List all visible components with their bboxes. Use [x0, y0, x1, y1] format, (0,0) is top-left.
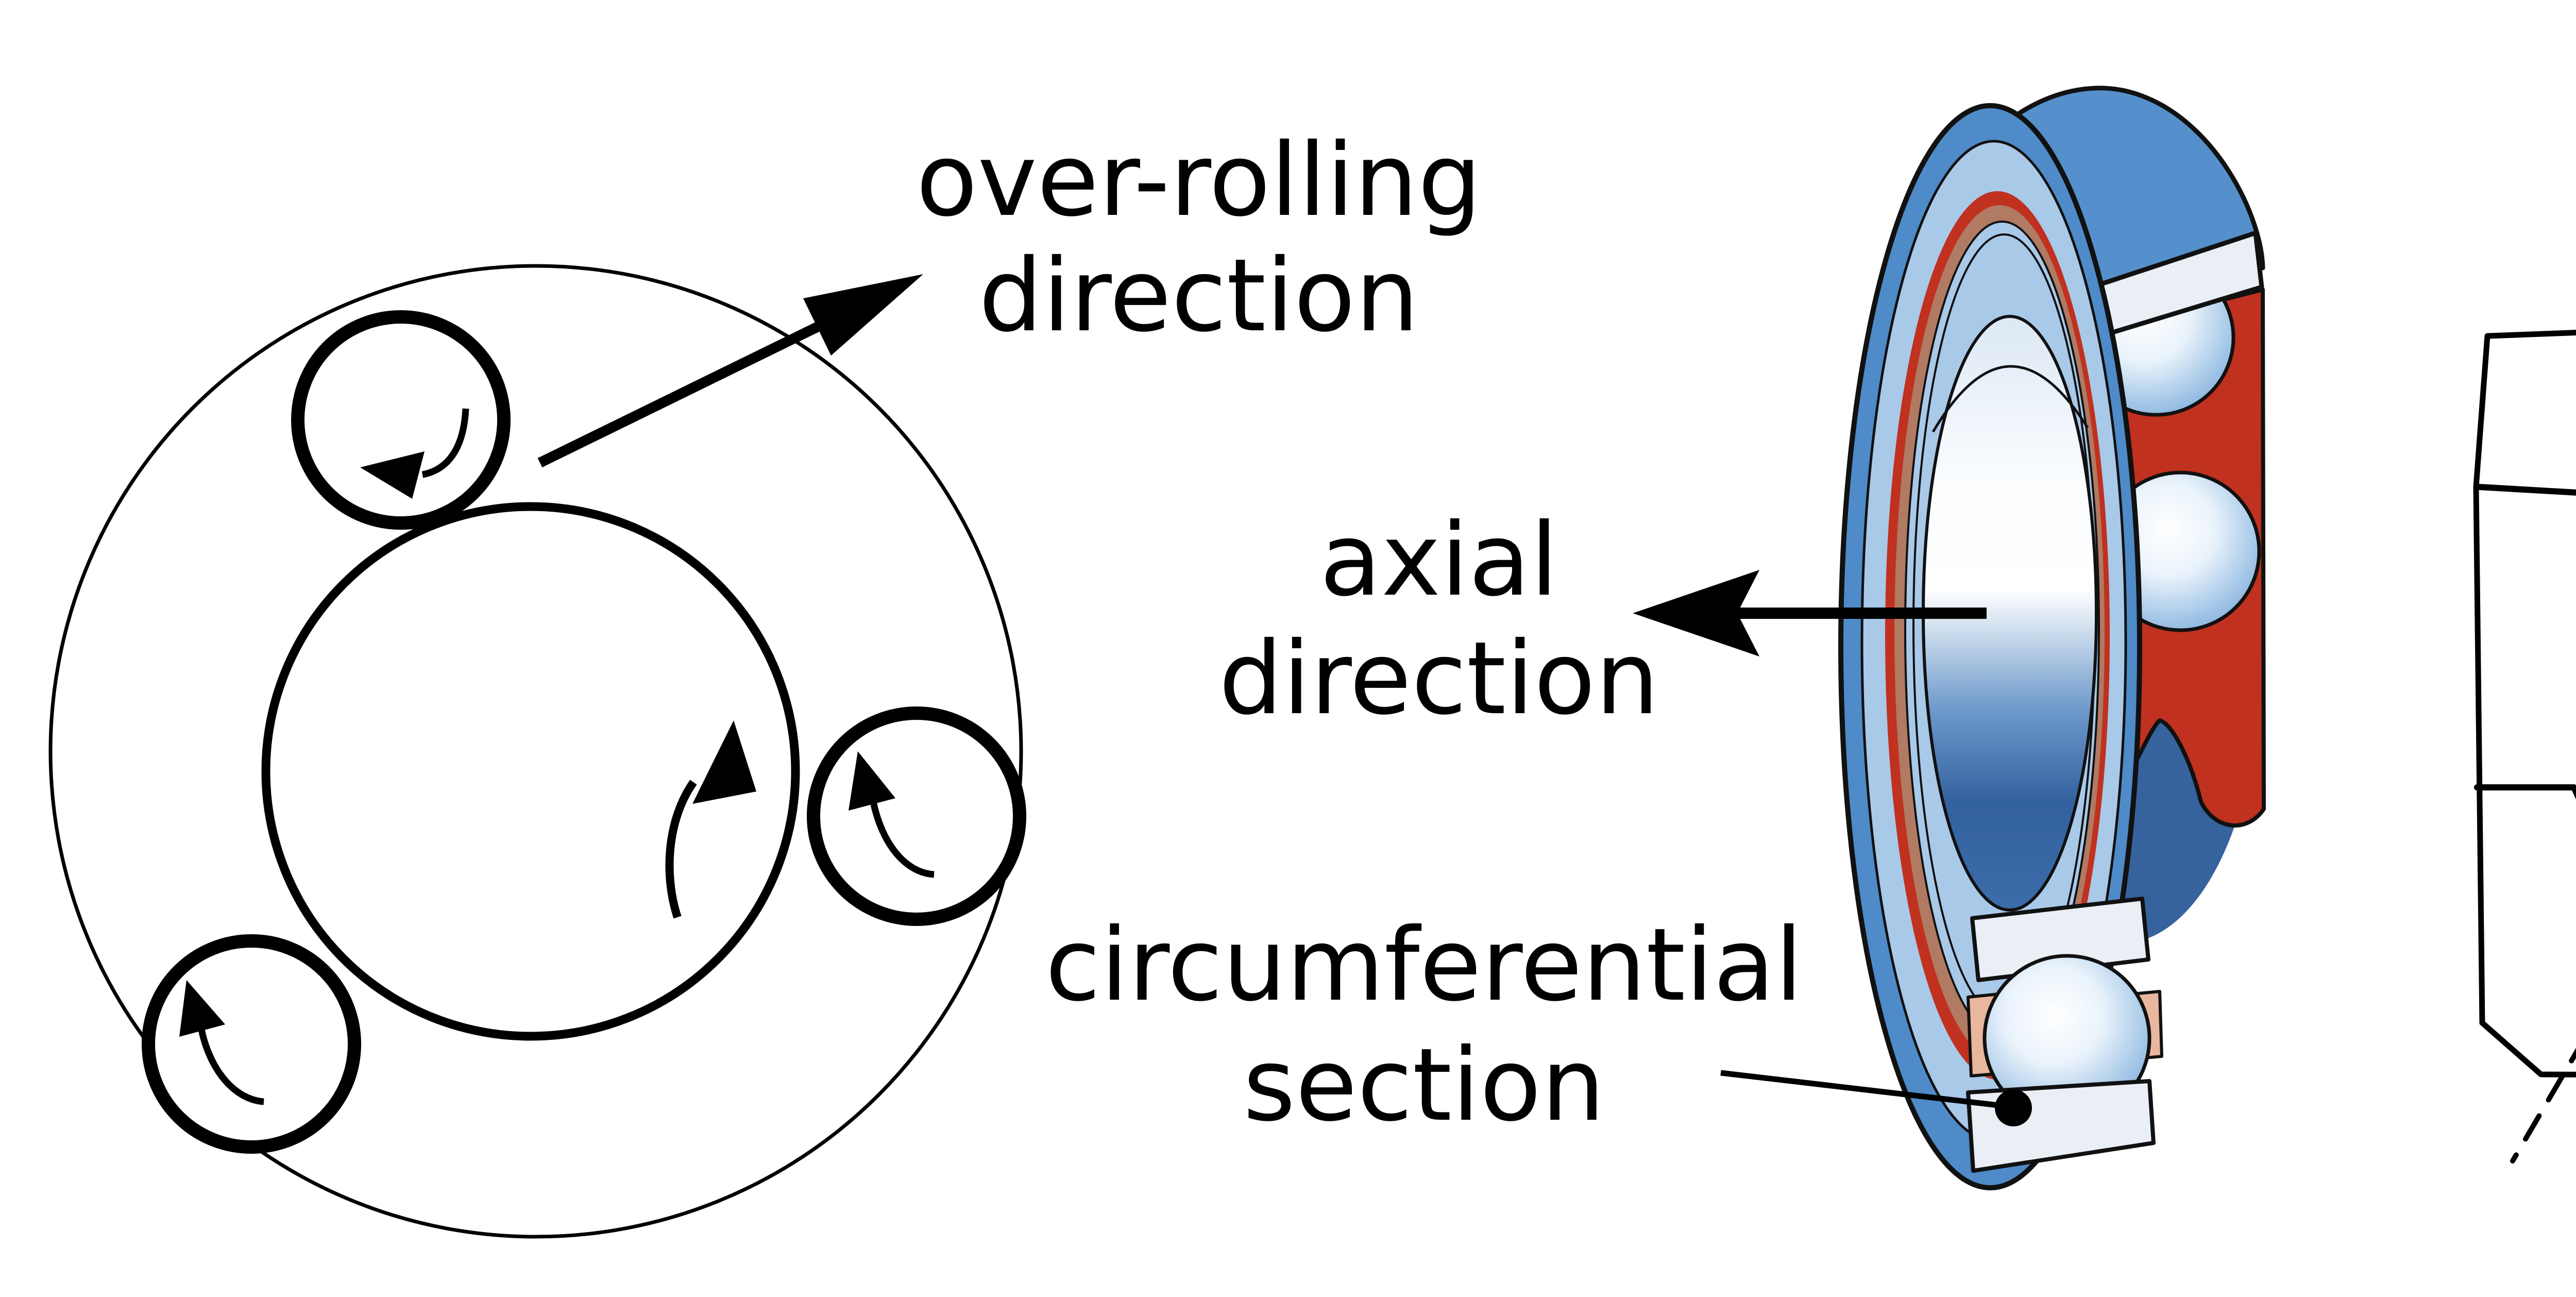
outer-ring-section-block: [1966, 1079, 2156, 1173]
feature-axis-dashed-line: [2510, 1048, 2576, 1164]
contact-angle-panel: θ: [2473, 329, 2576, 1164]
axial-direction-arrow-icon: [1633, 570, 1987, 656]
bore-far-edge-arc: [1931, 365, 2089, 433]
ball-top-left-spin-arrow-icon: [360, 408, 469, 499]
leader-dot: [1995, 1089, 2032, 1126]
circumferential-label-line1: circumferential: [1045, 906, 1803, 1023]
ball-bottom-left-spin-arrow-icon: [179, 980, 264, 1105]
ball-right: [807, 706, 1026, 926]
circumferential-label-line2: section: [1243, 1026, 1605, 1143]
outer-ring-circle: [48, 264, 1023, 1239]
raceway-block-outline: [2473, 329, 2576, 1077]
groove-upper-contour: [2476, 484, 2576, 496]
groove-lower-contour: [2474, 784, 2576, 800]
bearing-panel: axial direction circumferential section: [1045, 86, 2266, 1190]
over-rolling-label-line1: over-rolling: [916, 122, 1482, 239]
over-rolling-direction-arrow-icon: [537, 274, 923, 467]
ball-top-left: [291, 310, 511, 530]
inner-ring-circle: [261, 502, 800, 1041]
axial-label-line2: direction: [1219, 620, 1659, 737]
inner-ring-section-block: [1970, 897, 2150, 982]
inner-ring-rotation-arrow-icon: [665, 720, 756, 919]
ball-bottom-left: [142, 934, 361, 1154]
axial-label-line1: axial: [1320, 501, 1558, 618]
over-rolling-label-line2: direction: [979, 237, 1419, 354]
ball-right-spin-arrow-icon: [849, 751, 935, 878]
circumferential-section-leader: [1720, 1070, 2032, 1126]
over-rolling-panel: over-rolling direction: [48, 122, 1482, 1239]
